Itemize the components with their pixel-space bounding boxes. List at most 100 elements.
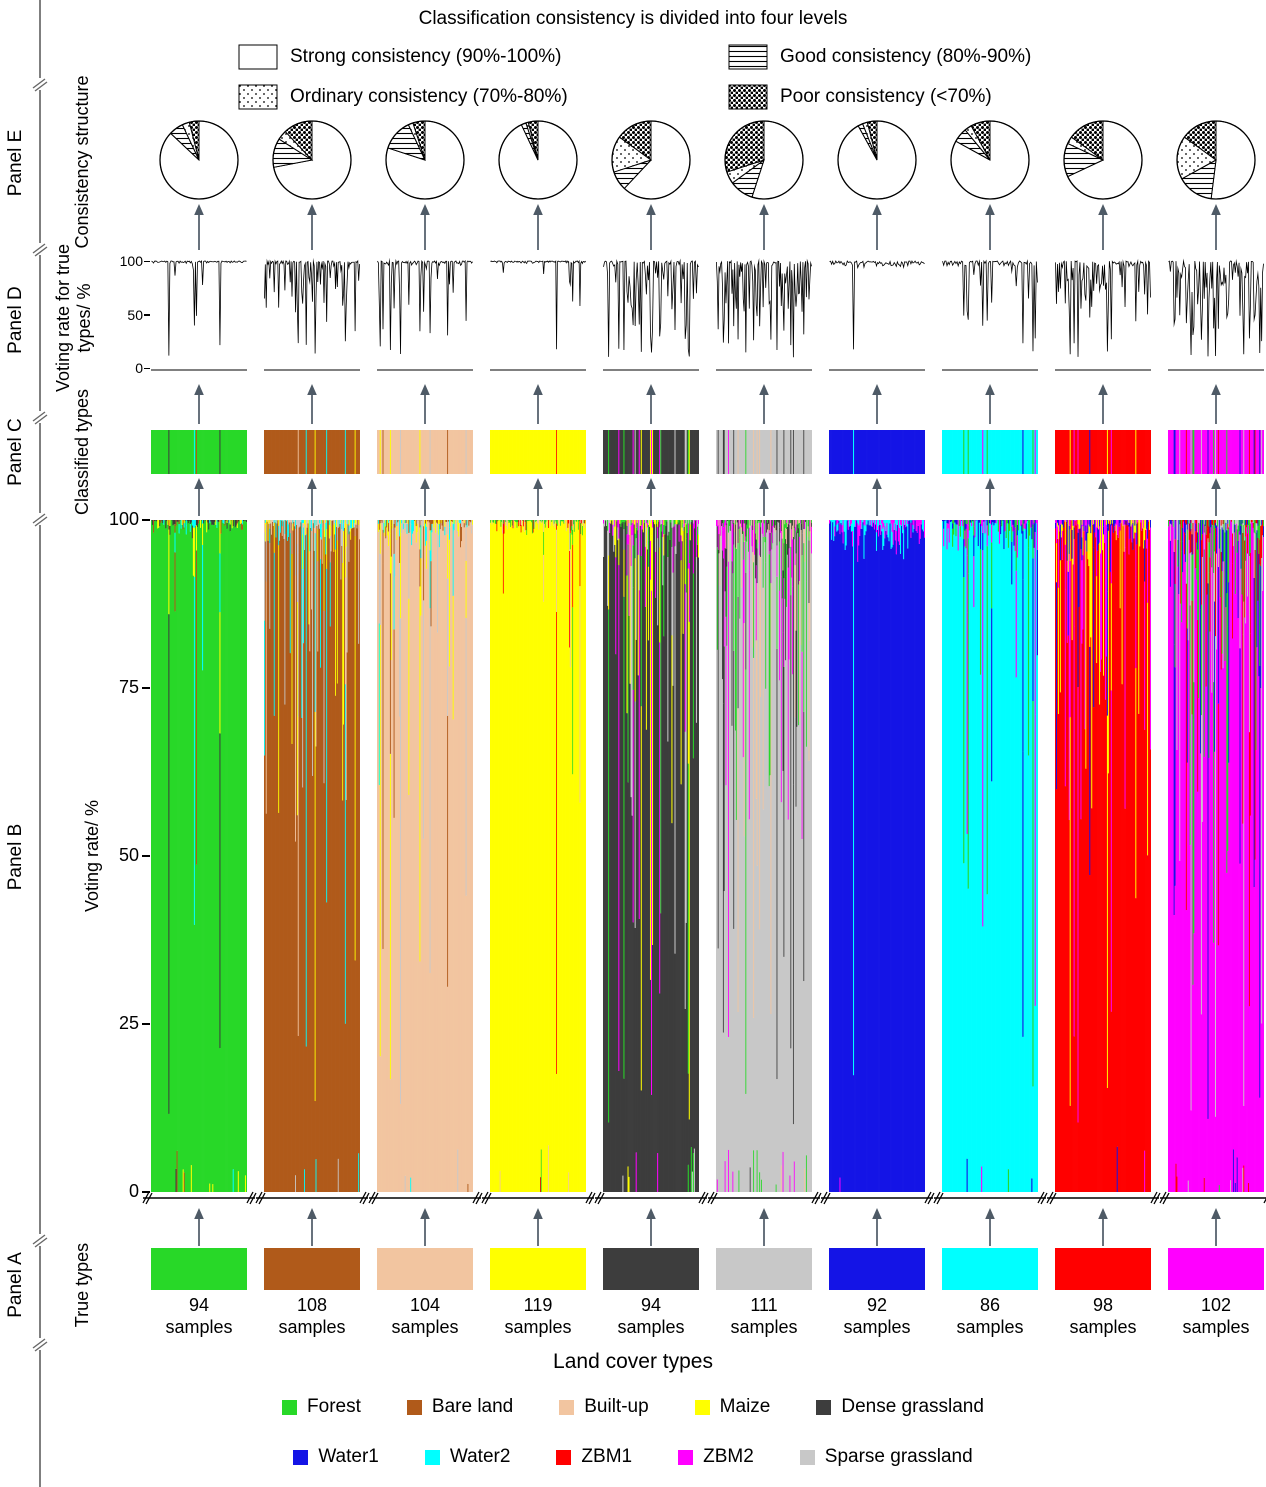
line (594, 1191, 602, 1204)
line (475, 1192, 483, 1205)
class-legend-item-forest: Forest (282, 1396, 361, 1418)
panelA-box-water2 (942, 1248, 1038, 1290)
class-label: ZBM2 (703, 1446, 754, 1467)
axis-break-mark (31, 78, 49, 92)
line (1046, 1191, 1054, 1204)
flow-arrow (533, 478, 543, 516)
panelB-ytick-mark (142, 687, 150, 689)
arrow-head (194, 384, 204, 395)
class-color-swatch (678, 1449, 694, 1465)
pie-outline (611, 120, 691, 200)
flow-arrow (646, 204, 656, 250)
flow-arrow (533, 204, 543, 250)
line (34, 516, 48, 527)
panelA-box-built_up (377, 1248, 473, 1290)
sample-count: 94 (188, 1295, 210, 1315)
panelB-ytick-mark (142, 1191, 150, 1193)
pie-outline (724, 120, 804, 200)
poor-swatch (728, 84, 768, 110)
class-color-swatch (556, 1449, 572, 1465)
panel-c-axis-title: Classified types (72, 388, 92, 516)
panelC-strip-zbm1 (1055, 430, 1151, 474)
legend-label-strong: Strong consistency (90%-100%) (290, 46, 562, 67)
line (1049, 1192, 1057, 1205)
pie-outline (272, 120, 352, 200)
class-label: ZBM1 (581, 1446, 633, 1467)
axis-break-mark (31, 1234, 49, 1248)
arrow-head (533, 204, 543, 215)
flow-arrow (1211, 204, 1221, 250)
panelB-ytick-mark (142, 855, 150, 857)
arrow-head (1211, 204, 1221, 215)
arrow-head (872, 204, 882, 215)
flow-arrow (307, 1208, 317, 1246)
arrow-head (872, 384, 882, 395)
sample-count: 86 (979, 1295, 1001, 1315)
flow-arrow (307, 478, 317, 516)
sample-count: 108 (296, 1295, 328, 1315)
panelB-xaxis-water1 (820, 1191, 935, 1205)
pie-outline (498, 120, 578, 200)
panelB-bars-dense_grassland (603, 520, 699, 1192)
x-axis-title: Land cover types (553, 1350, 713, 1373)
panelB-bars-built_up (377, 520, 473, 1192)
line (820, 1191, 828, 1204)
flow-arrow (985, 384, 995, 424)
flow-arrow (872, 478, 882, 516)
line (1040, 1192, 1048, 1205)
figure-title: Classification consistency is divided in… (418, 8, 848, 29)
flow-arrow (1211, 384, 1221, 424)
panel-c-name: Panel C (5, 418, 26, 486)
line (32, 513, 46, 524)
panelB-xaxis-zbm1 (1046, 1191, 1161, 1205)
line (1037, 1191, 1045, 1204)
line (710, 1192, 718, 1205)
class-color-swatch (816, 1399, 832, 1415)
sample-word: samples (1182, 1317, 1250, 1337)
class-color-swatch (293, 1449, 309, 1465)
panelC-strip-zbm2 (1168, 430, 1264, 474)
panelC-strip-bare_land (264, 430, 360, 474)
sample-word: samples (956, 1317, 1024, 1337)
sample-word: samples (278, 1317, 346, 1337)
arrow-head (1098, 478, 1108, 489)
panelA-box-sparse_grassland (716, 1248, 812, 1290)
flow-arrow (1098, 478, 1108, 516)
legend-label-ordinary: Ordinary consistency (70%-80%) (290, 86, 568, 107)
arrow-head (307, 384, 317, 395)
panelD-line-sparse_grassland (716, 258, 812, 372)
line (34, 414, 48, 425)
flow-arrow (759, 478, 769, 516)
flow-arrow (1098, 1208, 1108, 1246)
panelE-pie-zbm2 (1176, 120, 1256, 200)
ordinary-swatch (238, 84, 278, 110)
panel-e-axis-title: Consistency structure (72, 75, 92, 249)
panelE-pie-zbm1 (1063, 120, 1143, 200)
panelA-box-forest (151, 1248, 247, 1290)
class-color-swatch (406, 1399, 422, 1415)
legend-item-good: Good consistency (80%-90%) (728, 42, 1031, 72)
sample-count: 94 (640, 1295, 662, 1315)
arrow-head (985, 478, 995, 489)
flow-arrow (194, 478, 204, 516)
flow-arrow (872, 384, 882, 424)
arrow-head (194, 204, 204, 215)
class-legend-item-built_up: Built-up (559, 1396, 649, 1418)
arrow-head (759, 1208, 769, 1219)
flow-arrow (985, 1208, 995, 1246)
class-label: Built-up (584, 1396, 649, 1417)
arrow-head (985, 384, 995, 395)
panelD-line-zbm2 (1168, 258, 1264, 372)
panelC-strip-sparse_grassland (716, 430, 812, 474)
good-swatch (728, 44, 768, 70)
class-label: Water2 (449, 1446, 511, 1467)
panelA-box-bare_land (264, 1248, 360, 1290)
panelA-box-water1 (829, 1248, 925, 1290)
arrow-head (1211, 384, 1221, 395)
line (936, 1192, 944, 1205)
